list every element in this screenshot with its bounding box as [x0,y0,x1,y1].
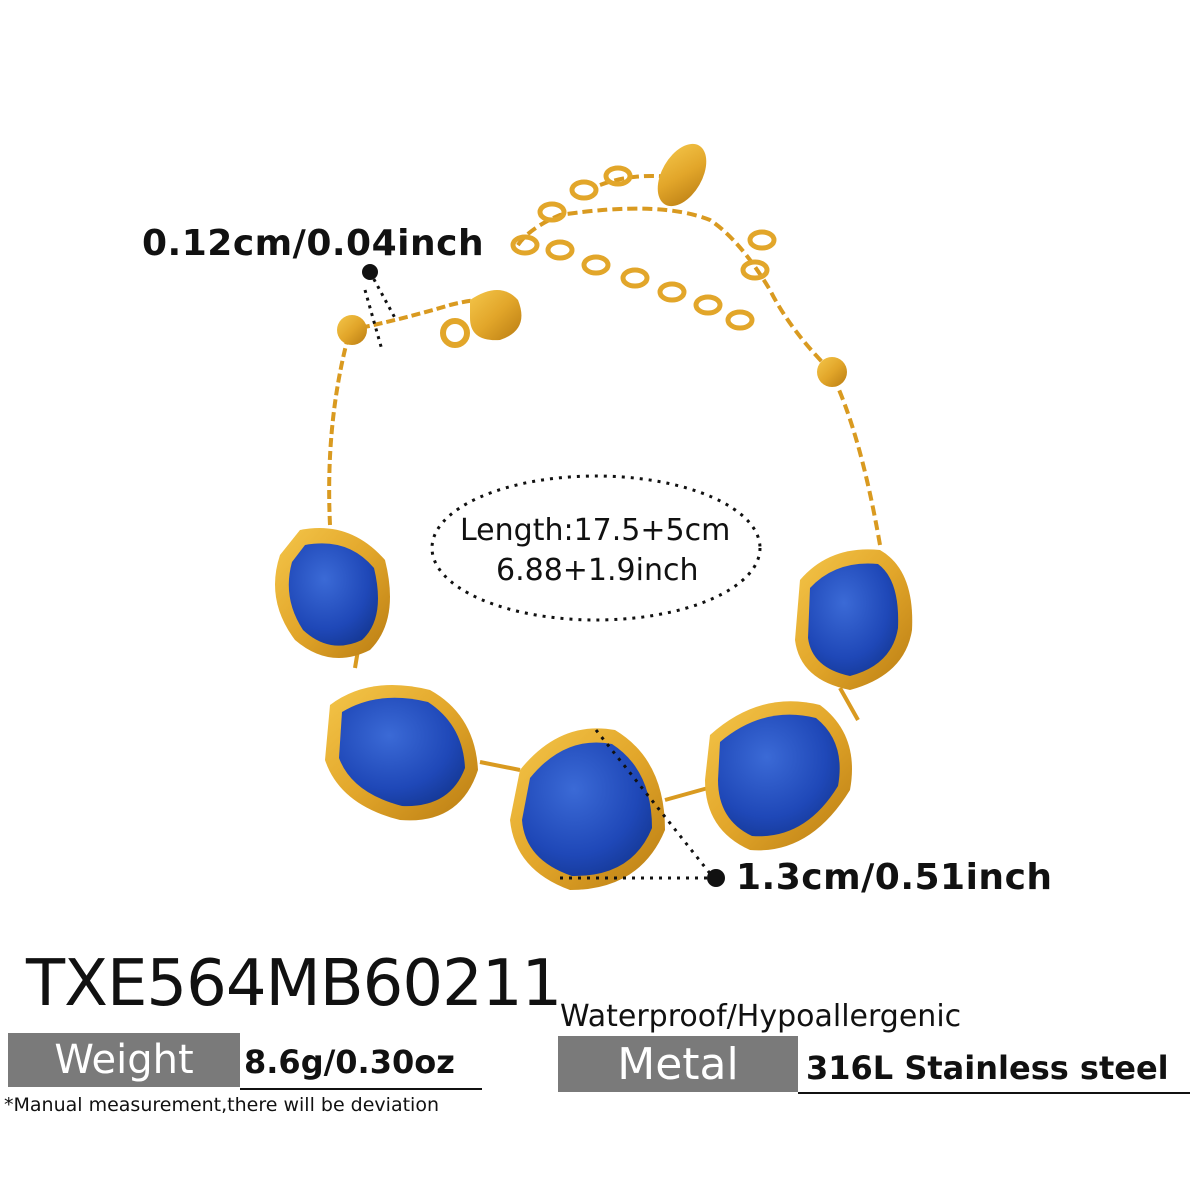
measurement-disclaimer: *Manual measurement,there will be deviat… [4,1094,439,1116]
product-features: Waterproof/Hypoallergenic [560,999,962,1034]
stone-callout-line [594,729,714,877]
bracelet-illustration [275,143,913,890]
stone-size-label: 1.3cm/0.51inch [736,857,1053,898]
length-cm-label: Length:17.5+5cm [460,513,731,548]
product-sku: TXE564MB60211 [26,947,562,1021]
bead-right [817,357,847,387]
weight-underline [240,1088,482,1090]
extender-chain [510,165,777,331]
length-inch-label: 6.88+1.9inch [496,553,699,588]
wire-thickness-label: 0.12cm/0.04inch [142,223,485,264]
wire-callout-line [368,271,397,319]
weight-value: 8.6g/0.30oz [244,1043,455,1081]
lobster-clasp [440,290,522,348]
stones [275,528,913,890]
bead-left [337,315,367,345]
metal-underline [798,1092,1190,1094]
metal-label: Metal [558,1036,798,1092]
metal-value: 316L Stainless steel [806,1049,1169,1087]
stone-callout-dot [707,869,725,887]
stone-1 [275,528,390,658]
stone-5 [795,549,913,690]
weight-label: Weight [8,1033,240,1087]
measurement-marks [363,271,762,880]
tag-charm [657,143,707,207]
wire-callout-dot [362,264,378,280]
stone-3 [510,728,665,890]
stone-2 [325,685,478,821]
stone-4 [705,701,852,851]
length-callout-ellipse [430,474,762,622]
